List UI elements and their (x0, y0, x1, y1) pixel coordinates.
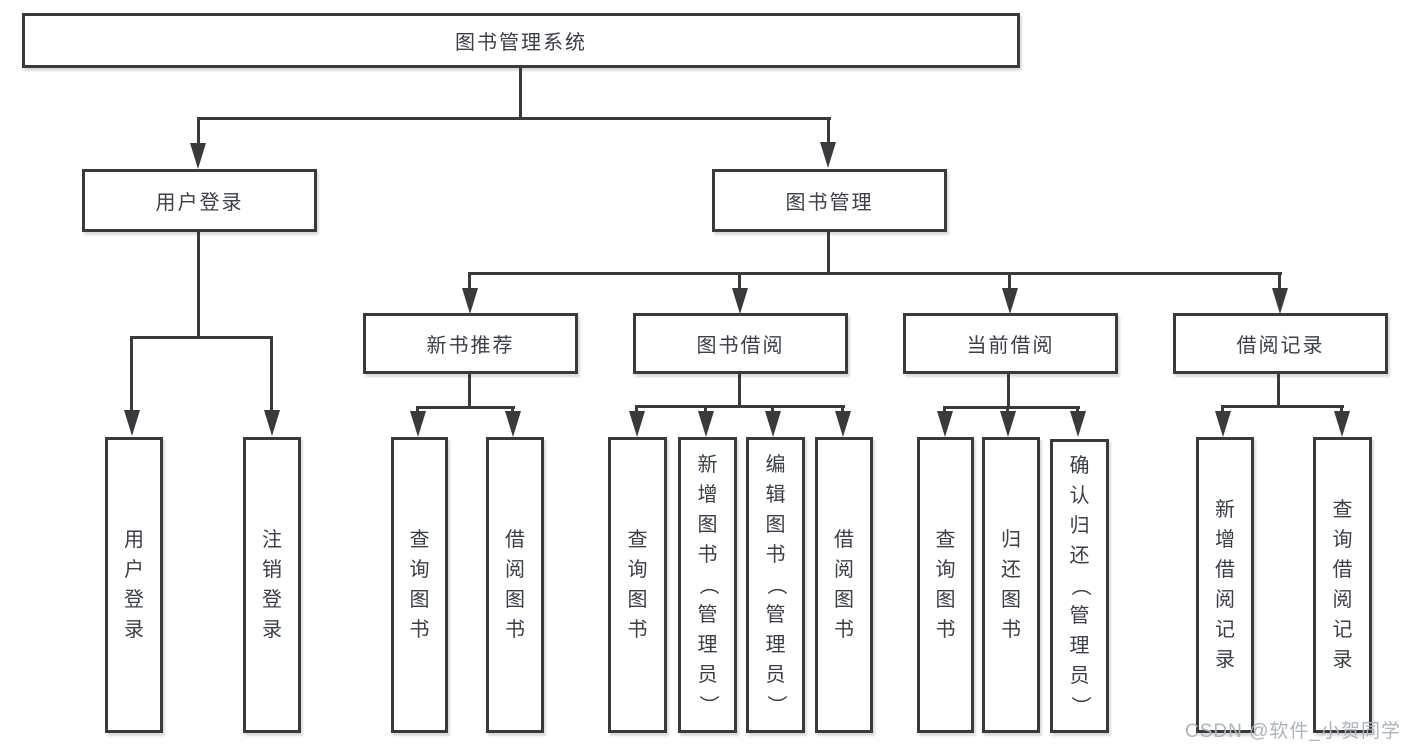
leaf-query-books-2: 查询图书 (608, 437, 667, 733)
connector-stem (1007, 374, 1010, 406)
arrow-down-icon (765, 411, 781, 437)
arrow-down-icon (1215, 411, 1231, 437)
arrow-down-icon (190, 143, 206, 169)
leaf-add-books-admin: 新增图书（管理员） (678, 437, 737, 733)
connector-rail (636, 405, 845, 408)
arrow-down-icon (124, 410, 140, 436)
arrow-down-icon (1070, 411, 1086, 437)
connector-drop-records (1278, 272, 1281, 288)
connector-drop-leaf (841, 405, 844, 411)
arrow-down-icon (1000, 411, 1016, 437)
leaf-user-login: 用户登录 (105, 437, 163, 733)
arrow-down-icon (732, 288, 748, 314)
connector-drop-leaf (1340, 405, 1343, 411)
connector-rail (1222, 405, 1344, 408)
node-root-label: 图书管理系统 (455, 32, 587, 54)
arrow-down-icon (1002, 288, 1018, 314)
node-new-book-rec: 新书推荐 (363, 313, 578, 374)
leaf-query-books-1: 查询图书 (391, 437, 448, 733)
arrow-down-icon (937, 411, 953, 437)
connector-drop-leaf (1076, 406, 1079, 411)
leaf-add-borrow-record: 新增借阅记录 (1196, 437, 1254, 733)
arrow-down-icon (410, 411, 426, 437)
node-book-borrow-label: 图书借阅 (696, 335, 785, 357)
leaf-label: 编辑图书（管理员） (764, 454, 787, 715)
leaf-query-borrow-record: 查询借阅记录 (1313, 437, 1372, 733)
node-user-login-label: 用户登录 (155, 192, 244, 214)
connector-drop-leaf (416, 406, 419, 411)
node-book-borrow: 图书借阅 (633, 313, 848, 374)
node-book-mgmt: 图书管理 (712, 169, 947, 232)
node-borrow-records-label: 借阅记录 (1236, 335, 1325, 357)
arrow-down-icon (698, 411, 714, 437)
connector-drop-leaf (1006, 406, 1009, 411)
node-root: 图书管理系统 (22, 13, 1020, 68)
connector-drop-borrow (738, 272, 741, 288)
connector-drop-leaf (1221, 405, 1224, 411)
arrow-down-icon (264, 410, 280, 436)
connector-root-stem (519, 68, 522, 117)
connector-drop-leaf (943, 406, 946, 411)
connector-stem (738, 374, 741, 405)
connector-stem (468, 374, 471, 406)
leaf-edit-books-admin: 编辑图书（管理员） (746, 437, 805, 733)
connector-drop-book-mgmt (827, 117, 830, 143)
arrow-down-icon (835, 411, 851, 437)
arrow-down-icon (1334, 411, 1350, 437)
node-current-borrow-label: 当前借阅 (966, 335, 1055, 357)
leaf-borrow-books-1: 借阅图书 (486, 437, 544, 733)
connector-drop-current (1008, 272, 1011, 288)
connector-book-mgmt-stem (827, 232, 830, 272)
leaf-label: 用户登录 (124, 529, 144, 641)
leaf-logout: 注销登录 (243, 437, 301, 733)
leaf-label: 借阅图书 (834, 529, 854, 641)
node-new-book-rec-label: 新书推荐 (426, 335, 515, 357)
leaf-label: 新增图书（管理员） (696, 454, 719, 715)
connector-level3-rail (468, 272, 1282, 275)
connector-drop-user-login (197, 117, 200, 143)
leaf-label: 查询图书 (627, 529, 648, 641)
connector-drop-leaf (270, 336, 273, 410)
node-borrow-records: 借阅记录 (1173, 313, 1388, 374)
connector-drop-leaf (130, 336, 133, 410)
node-current-borrow: 当前借阅 (903, 313, 1118, 374)
connector-drop-new-book (468, 272, 471, 288)
leaf-label: 新增借阅记录 (1215, 499, 1235, 671)
leaf-confirm-return-admin: 确认归还（管理员） (1050, 439, 1109, 733)
connector-user-login-stem (197, 232, 200, 336)
leaf-label: 归还图书 (1001, 529, 1021, 641)
leaf-label: 查询借阅记录 (1332, 499, 1353, 671)
leaf-borrow-books-2: 借阅图书 (815, 437, 873, 733)
leaf-label: 借阅图书 (505, 529, 525, 641)
arrow-down-icon (462, 288, 478, 314)
csdn-watermark: CSDN @软件_小贺同学 (1185, 721, 1401, 742)
leaf-label: 查询图书 (409, 529, 430, 641)
arrow-down-icon (820, 142, 836, 168)
node-book-mgmt-label: 图书管理 (785, 192, 874, 214)
leaf-label: 注销登录 (262, 529, 282, 641)
leaf-query-books-3: 查询图书 (917, 437, 974, 733)
connector-drop-leaf (635, 405, 638, 411)
connector-drop-leaf (771, 405, 774, 411)
arrow-down-icon (1272, 288, 1288, 314)
connector-stem (1277, 374, 1280, 405)
node-user-login: 用户登录 (82, 169, 317, 232)
leaf-label: 查询图书 (935, 529, 956, 641)
arrow-down-icon (629, 411, 645, 437)
connector-rail (417, 406, 515, 409)
leaf-label: 确认归还（管理员） (1068, 455, 1091, 716)
connector-rail (944, 406, 1080, 409)
connector-drop-leaf (511, 406, 514, 411)
leaf-return-books: 归还图书 (982, 437, 1040, 733)
connector-level2-rail (198, 117, 831, 120)
connector-user-login-rail (131, 336, 273, 339)
connector-drop-leaf (704, 405, 707, 411)
arrow-down-icon (505, 411, 521, 437)
